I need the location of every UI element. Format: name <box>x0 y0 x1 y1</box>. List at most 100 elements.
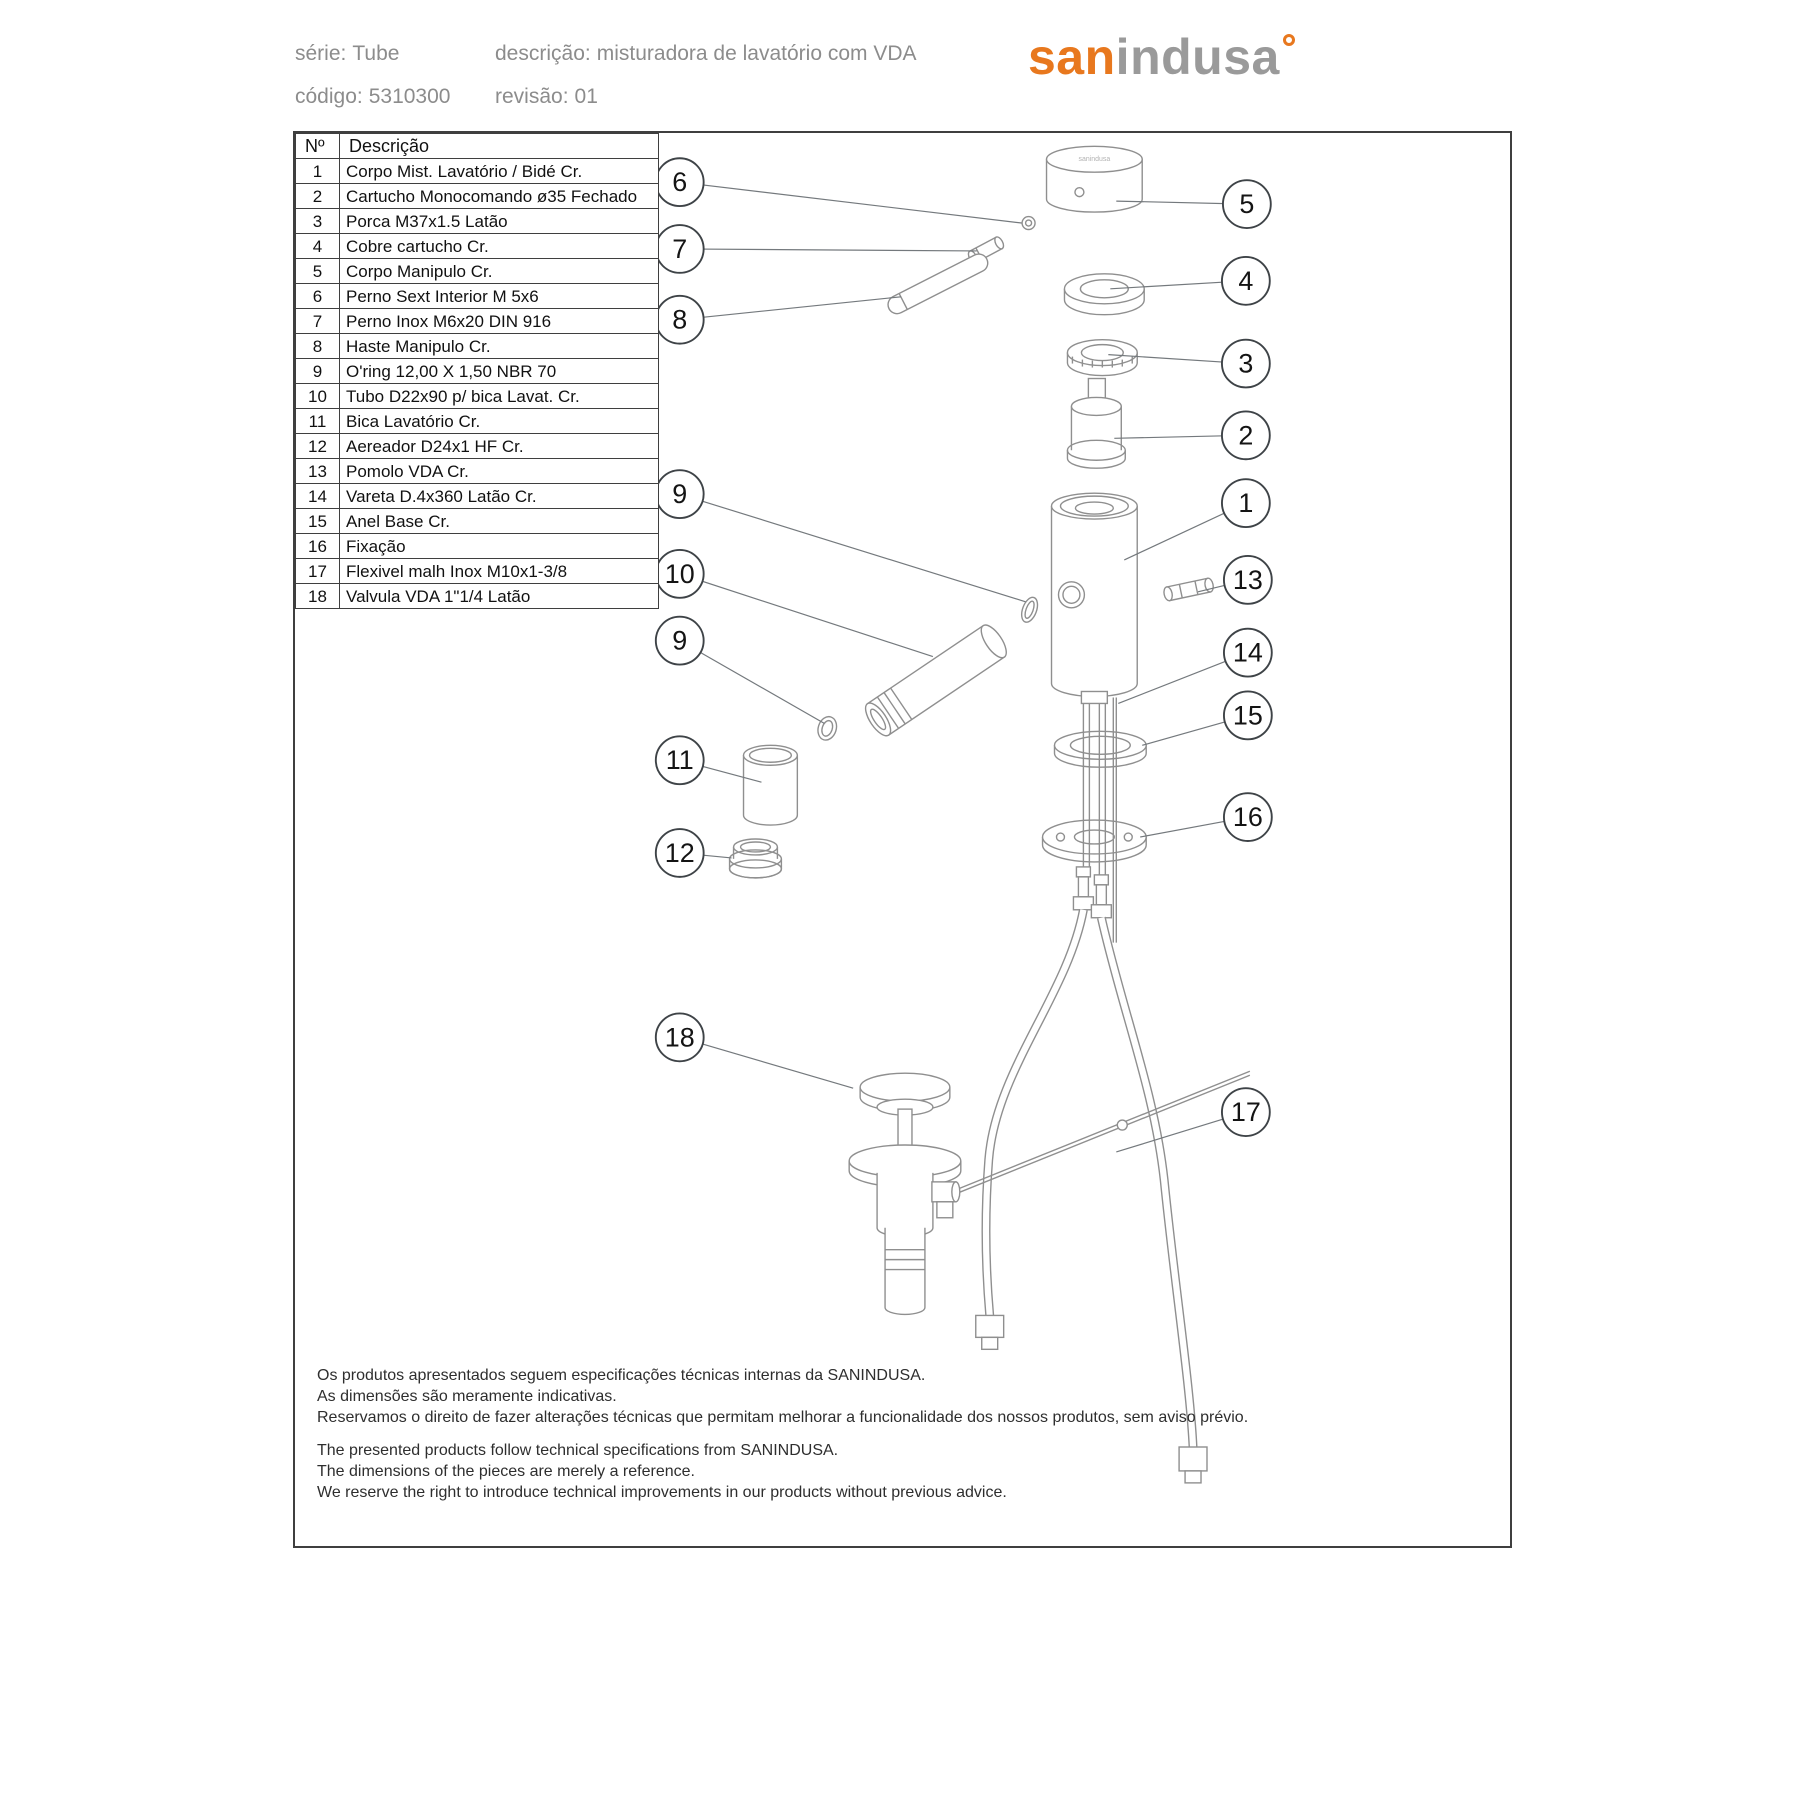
part-description: Porca M37x1.5 Latão <box>339 208 659 234</box>
serie-value: Tube <box>352 42 400 65</box>
callout-number: 5 <box>1239 189 1254 219</box>
callout-number: 13 <box>1233 565 1263 595</box>
part-description: O'ring 12,00 X 1,50 NBR 70 <box>339 358 659 384</box>
part-9-oring-upper-drawing <box>1020 596 1039 623</box>
supply-pipes-drawing <box>1082 703 1107 879</box>
parts-drawing: sanindusa <box>728 145 1251 1484</box>
callout-balloon-13 <box>1222 554 1273 605</box>
part-number: 8 <box>295 333 340 359</box>
part-number: 14 <box>295 483 340 509</box>
callout-number: 9 <box>672 479 687 509</box>
part-number: 12 <box>295 433 340 459</box>
callout-leader-7 <box>679 248 977 252</box>
footer-line: As dimensões são meramente indicativas. <box>317 1388 617 1405</box>
part-number: 5 <box>295 258 340 284</box>
footer-line: The dimensions of the pieces are merely … <box>317 1463 695 1480</box>
part-number: 7 <box>295 308 340 334</box>
part-10-spout-tube-drawing <box>864 624 1007 737</box>
part-number: 17 <box>295 558 340 584</box>
callout-number: 16 <box>1233 802 1263 832</box>
codigo-value: 5310300 <box>368 85 451 108</box>
part-description: Fixação <box>339 533 659 559</box>
part-description: Cartucho Monocomando ø35 Fechado <box>339 183 659 209</box>
part-number: 11 <box>295 408 340 434</box>
callout-balloon-9 <box>654 615 705 666</box>
footer-line: The presented products follow technical … <box>317 1442 839 1459</box>
part-12-aerator-drawing <box>728 838 783 879</box>
callout-number: 9 <box>672 626 687 656</box>
part-description: Corpo Manipulo Cr. <box>339 258 659 284</box>
revisao-field: revisão:01 <box>495 85 604 109</box>
callout-number: 12 <box>665 838 695 868</box>
callout-balloon-2 <box>1221 410 1271 461</box>
callout-balloon-1 <box>1221 478 1271 528</box>
part-number: 13 <box>295 458 340 484</box>
footer-notes-en: The presented products follow technical … <box>317 1440 1248 1503</box>
footer-line: We reserve the right to introduce techni… <box>317 1484 1007 1501</box>
part-3-nut-drawing <box>1066 338 1138 377</box>
callout-balloon-4 <box>1221 255 1271 306</box>
callout-balloon-14 <box>1222 627 1273 678</box>
handle-engraving: sanindusa <box>1078 156 1110 163</box>
part-number: 2 <box>295 183 340 209</box>
callout-number: 8 <box>672 305 687 335</box>
part-description: Tubo D22x90 p/ bica Lavat. Cr. <box>339 383 659 409</box>
callout-number: 18 <box>665 1022 695 1052</box>
part-2-cartridge-drawing <box>1066 377 1126 469</box>
footer-line: Os produtos apresentados seguem especifi… <box>317 1367 926 1384</box>
part-description: Cobre cartucho Cr. <box>339 233 659 259</box>
part-number: 18 <box>295 583 340 609</box>
part-description: Bica Lavatório Cr. <box>339 408 659 434</box>
callout-leader-6 <box>679 181 1022 224</box>
codigo-label: código: <box>295 85 363 108</box>
callout-leader-8 <box>679 296 902 321</box>
footer-notes: Os produtos apresentados seguem especifi… <box>317 1365 1248 1503</box>
descricao-value: misturadora de lavatório com VDA <box>596 42 917 65</box>
part-9-oring-lower-drawing <box>817 715 838 741</box>
part-number: 4 <box>295 233 340 259</box>
part-description: Corpo Mist. Lavatório / Bidé Cr. <box>339 158 659 184</box>
part-description: Flexivel malh Inox M10x1-3/8 <box>339 558 659 584</box>
part-8-handle-lever-drawing <box>887 253 989 315</box>
callout-leader-9 <box>679 640 825 724</box>
part-description: Pomolo VDA Cr. <box>339 458 659 484</box>
revisao-value: 01 <box>574 85 598 108</box>
callout-number: 2 <box>1238 420 1253 450</box>
footer-line: Reservamos o direito de fazer alterações… <box>317 1409 1249 1426</box>
callout-balloon-17 <box>1221 1087 1271 1137</box>
callout-balloon-11 <box>654 735 705 786</box>
part-5-handle-body-drawing: sanindusa <box>1045 145 1143 213</box>
callout-balloon-3 <box>1221 338 1271 389</box>
part-description: Perno Inox M6x20 DIN 916 <box>339 308 659 334</box>
callout-balloon-18 <box>654 1012 705 1063</box>
footer-notes-pt: Os produtos apresentados seguem especifi… <box>317 1365 1248 1428</box>
logo-dot-icon <box>1282 34 1295 46</box>
callout-balloon-15 <box>1222 690 1273 741</box>
part-number: 3 <box>295 208 340 234</box>
part-number: 9 <box>295 358 340 384</box>
descricao-field: descrição:misturadora de lavatório com V… <box>495 42 923 66</box>
part-6-set-screw-drawing <box>1021 215 1036 231</box>
revisao-label: revisão: <box>495 85 569 108</box>
part-description: Aereador D24x1 HF Cr. <box>339 433 659 459</box>
callout-leader-10 <box>679 573 934 658</box>
logo-text-san: san <box>1028 29 1116 85</box>
column-header-no: Nº <box>295 133 340 159</box>
part-1-faucet-body-drawing <box>1050 492 1138 705</box>
part-number: 1 <box>295 158 340 184</box>
part-number: 6 <box>295 283 340 309</box>
